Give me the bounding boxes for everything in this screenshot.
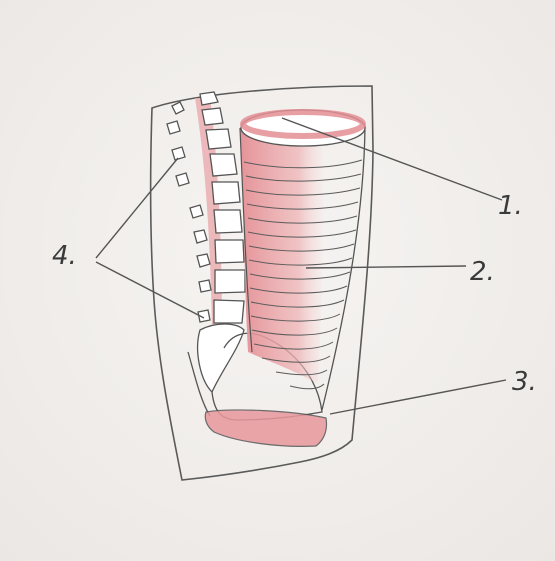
vertebra [214,300,244,323]
vertebra [202,108,223,125]
spinous-process [190,205,203,218]
spinous-process [197,254,210,267]
muscle-cylinder-fill [240,128,324,384]
vertebra [215,270,245,293]
label-4: 4. [52,241,77,271]
spinous-process [172,147,185,160]
spinous-process [199,280,211,292]
spinous-process [167,121,180,134]
vertebra [212,182,240,204]
vertebra [215,240,244,263]
label-2: 2. [470,257,495,287]
label-3: 3. [512,367,537,397]
label-1: 1. [498,191,523,221]
vertebra [214,210,242,233]
spinous-process [194,230,207,243]
vertebra [210,154,237,176]
spinous-process [176,173,189,186]
vertebra [206,129,231,149]
vertebra [200,92,218,105]
